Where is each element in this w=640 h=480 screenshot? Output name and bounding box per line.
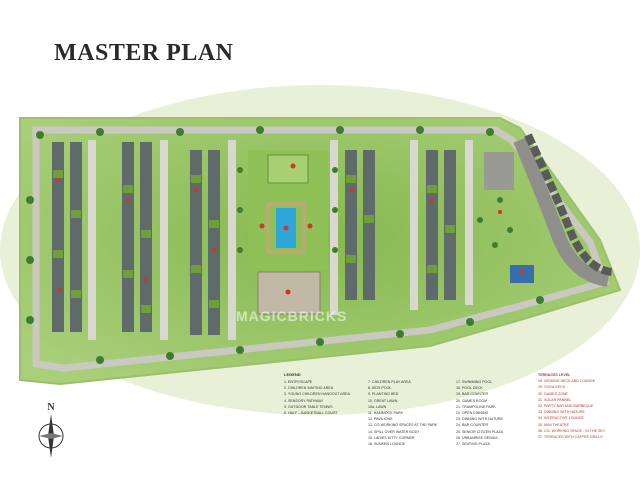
legend-item: 16. SUNKEN LOUNGE (368, 441, 406, 446)
villa-cluster-west (52, 142, 220, 335)
legend-item: 14. SPILL OVER WATER BODY (368, 429, 420, 434)
legend-item: 2. CHILDREN WAITING AREA (284, 386, 334, 391)
legend-column-1: 1. ENTRYSCAPE 2. CHILDREN WAITING AREA 3… (284, 379, 364, 416)
legend-item: 18. POOL DECK (456, 386, 483, 391)
legend-item: 4. SENSORY PATHWAY (284, 398, 324, 403)
legend-item: 28. VIEWING DECK AND LOUNGE (538, 379, 596, 384)
legend-item: 30. GAMES ZONE (538, 391, 568, 396)
legend-item: 21. TRAMPOLINE PARK (456, 404, 496, 409)
legend-item: 37. TERRACES WITH CAFFEE GRILLS (538, 434, 603, 439)
legend-item: 12. PAVILIONS (368, 417, 393, 422)
legend-item: 7. CHILDREN PLAY AREA (368, 380, 411, 384)
legend-heading: LEGEND (284, 372, 301, 377)
legend-item: 17. SWIMMING POOL (456, 380, 493, 384)
north-building (484, 152, 514, 190)
legend-item: 20. GAMES ROOM (456, 398, 488, 403)
legend-item: 1. ENTRYSCAPE (284, 380, 313, 384)
legend-column-2: 7. CHILDREN PLAY AREA 8. KIDS POOL 9. PL… (368, 379, 452, 447)
legend: LEGEND 1. ENTRYSCAPE 2. CHILDREN WAITING… (284, 372, 624, 478)
green-roofs (53, 170, 455, 313)
legend-column-3: 17. SWIMMING POOL 18. POOL DECK 19. BAR … (456, 379, 534, 447)
legend-item: 29. YOGA DECK (538, 385, 566, 390)
east-buildings (524, 133, 613, 276)
legend-item: 11. HAMMOCK PARK (368, 410, 404, 415)
legend-item: 26. URBANRISE GENIUS (456, 435, 498, 440)
legend-item: 13. CO-WORKING SPACES AT THE PARK (368, 423, 438, 428)
legend-item: 6. HALF – BASKETBALL COURT (284, 410, 338, 415)
legend-item: 19. BAR COUNTER (456, 392, 489, 397)
legend-item: 36. CO- WORKING SPACE - IN THE SKY (538, 428, 606, 433)
legend-item: 22. OPEN DINNING (456, 410, 489, 415)
legend-item: 24. BAR COUNTER (456, 423, 489, 428)
legend-item: 5. OUTDOOR TABLE TENNIS (284, 404, 333, 409)
clubhouse-top (267, 154, 309, 184)
trees (26, 126, 544, 364)
legend-item: 10a. LAWN (368, 404, 387, 409)
legend-terrace-column: TERRACES LEVEL 28. VIEWING DECK AND LOUN… (538, 372, 624, 440)
legend-item: 8. KIDS POOL (368, 386, 392, 391)
legend-item: 31. SOLAR PANNEL (538, 397, 572, 402)
legend-item: 33. DINNING WITH NATURE (538, 410, 585, 415)
legend-item: 15. LADIES KITTY CORNER (368, 435, 415, 440)
east-road (513, 137, 610, 287)
legend-item: 25. SENIOR CITIZEN PLAZA (456, 429, 504, 434)
internal-roads (88, 140, 473, 340)
legend-item: 34. INTERACTIVE LOUNGE (538, 416, 584, 421)
perimeter-road (32, 126, 610, 372)
legend-item: 10. GREAT LAWN (368, 398, 398, 403)
pool-deck (266, 202, 306, 254)
legend-markers (56, 163, 524, 295)
legend-item: 3. YOUNG CHILDREN HANGOUT AREA (284, 392, 350, 397)
legend-item: 35. MINI THEATRE (538, 422, 570, 427)
legend-item: 27. SEATING PLAZA (456, 441, 490, 446)
north-label: N (47, 402, 55, 413)
legend-item: 9. PLANTING BED (368, 392, 399, 397)
watermark: MAGICBRICKS (236, 308, 348, 324)
page-title: MASTER PLAN (54, 40, 234, 66)
legend-item: 23. DINNING WITH NATURE (456, 417, 503, 422)
legend-item: 32. PARTY BAR AND BARBEQUE (538, 403, 594, 408)
north-arrow-icon: N (38, 402, 64, 458)
terrace-heading: TERRACES LEVEL (538, 373, 571, 377)
